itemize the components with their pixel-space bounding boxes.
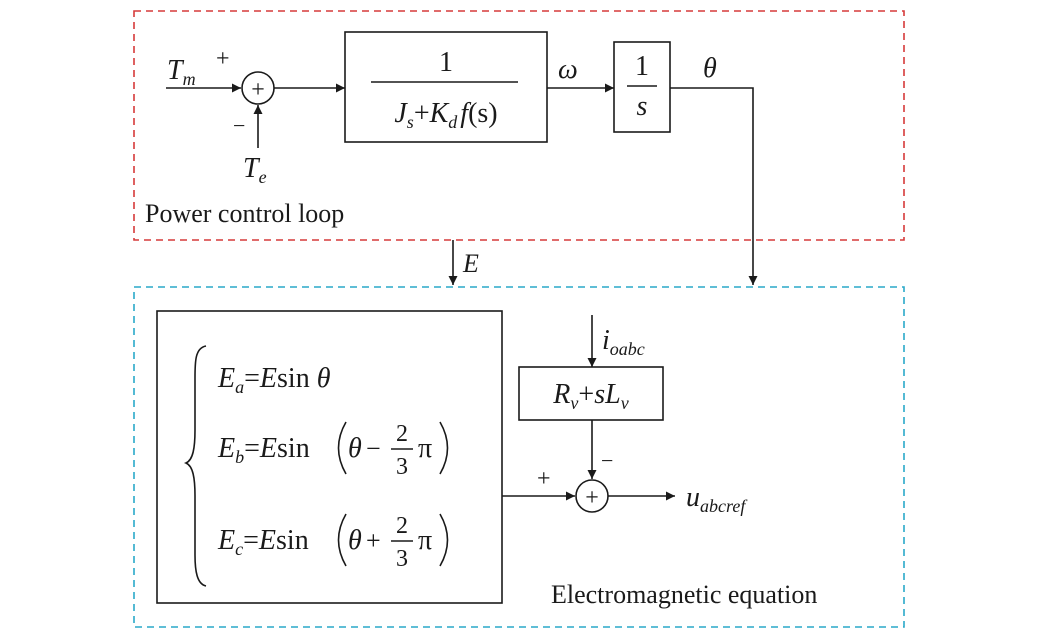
equation-eb-lhs: Eb=Esin [217, 433, 310, 467]
theta-path [670, 87, 758, 285]
electromagnetic-equation-label: Electromagnetic equation [551, 580, 817, 609]
input-tm-label: Tm [167, 55, 196, 89]
input-te-label: Te [243, 153, 267, 187]
output-uabcref-label: uabcref [686, 482, 748, 516]
sum1-plus-sign: + [216, 46, 230, 72]
sum1-minus-sign: − [233, 113, 245, 138]
sum2-plus-sign: + [537, 466, 551, 492]
eb-theta: θ [348, 433, 362, 464]
ec-pi: π [418, 525, 432, 556]
sum-junction-2-glyph: + [585, 485, 599, 511]
integrator-numerator: 1 [635, 51, 649, 82]
eb-left-paren [337, 421, 347, 475]
ec-theta: θ [348, 525, 362, 556]
equation-ec-lhs: Ec=Esin [217, 525, 309, 559]
power-control-loop-border [133, 10, 905, 241]
ec-left-paren [337, 513, 347, 567]
integrator-denominator: s [637, 91, 648, 122]
ec-right-paren [439, 513, 449, 567]
virtual-impedance-label: Rv+sLv [552, 379, 628, 413]
ec-shift-sign: + [366, 526, 381, 555]
ec-frac-num: 2 [396, 513, 408, 539]
integrator-block [613, 41, 671, 133]
power-control-loop-label: Power control loop [145, 199, 344, 228]
electromagnetic-equation-border [133, 286, 905, 628]
ec-frac-den: 3 [396, 546, 408, 572]
virtual-impedance-block [518, 366, 664, 421]
input-ioabc-label: ioabc [602, 325, 645, 359]
eb-right-paren [439, 421, 449, 475]
inertia-numerator: 1 [439, 47, 453, 78]
eb-frac-num: 2 [396, 421, 408, 447]
equations-left-brace [183, 345, 207, 587]
omega-label: ω [558, 54, 578, 85]
eb-shift-sign: − [366, 434, 381, 463]
inertia-transfer-block [344, 31, 548, 143]
theta-label: θ [703, 53, 717, 84]
sum2-minus-sign: − [601, 448, 613, 473]
emf-equations-block [156, 310, 503, 604]
eb-pi: π [418, 433, 432, 464]
eb-frac-den: 3 [396, 454, 408, 480]
sum-junction-1-glyph: + [251, 77, 265, 103]
e-signal-label: E [462, 249, 479, 278]
